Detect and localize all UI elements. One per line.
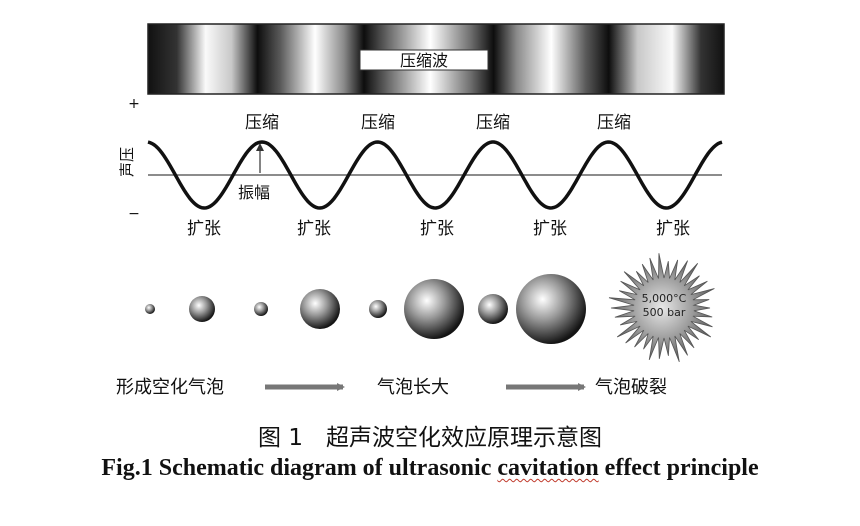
amplitude-arrow-head: [256, 143, 264, 151]
caption-en-prefix: Fig.1 Schematic diagram of ultrasonic: [101, 455, 498, 481]
compression-label: 压缩: [245, 113, 279, 133]
burst-bubble: 5,000°C 500 bar: [608, 253, 715, 363]
sound-pressure-label: 声压: [118, 147, 136, 177]
rarefaction-label: 扩张: [187, 219, 221, 239]
sine-wave: [147, 140, 723, 210]
compression-label: 压缩: [476, 113, 510, 133]
bubble: [145, 304, 155, 314]
figure-caption-cn: 图 1 超声波空化效应原理示意图: [258, 425, 602, 451]
band-label-box: [359, 49, 489, 71]
bubble: [404, 279, 464, 339]
rarefaction-label: 扩张: [533, 219, 567, 239]
figure-caption-en: Fig.1 Schematic diagram of ultrasonic ca…: [0, 455, 860, 482]
caption-en-suffix: effect principle: [598, 455, 759, 481]
bubble-sequence: 5,000°C 500 bar: [145, 253, 715, 363]
bubble: [516, 274, 586, 344]
caption-en-flagged-word: cavitation: [497, 455, 599, 481]
compression-label: 压缩: [597, 113, 631, 133]
pressure-wave-panel: + − 声压 振幅 压缩 压缩 压缩 压缩 扩张 扩张 扩张 扩张 扩张: [118, 96, 723, 239]
bubble: [254, 302, 268, 316]
compression-wave-band: 压缩波: [147, 23, 725, 95]
stage-grow-label: 气泡长大: [377, 377, 449, 398]
minus-sign: −: [128, 206, 140, 222]
bubble: [189, 296, 215, 322]
bubble: [369, 300, 387, 318]
stage-form-label: 形成空化气泡: [116, 377, 224, 398]
band-label: 压缩波: [400, 51, 448, 70]
amplitude-label: 振幅: [238, 183, 270, 202]
cavitation-diagram: 压缩波 + − 声压 振幅 压缩 压缩 压缩 压缩 扩张 扩张 扩张 扩张 扩张…: [116, 23, 725, 398]
stage-row: 形成空化气泡 气泡长大 气泡破裂: [116, 377, 667, 398]
rarefaction-label: 扩张: [297, 219, 331, 239]
bubble: [478, 294, 508, 324]
burst-temperature: 5,000°C: [642, 292, 687, 305]
rarefaction-label: 扩张: [656, 219, 690, 239]
rarefaction-label: 扩张: [420, 219, 454, 239]
stage-burst-label: 气泡破裂: [595, 377, 667, 398]
bubble: [300, 289, 340, 329]
burst-pressure: 500 bar: [643, 306, 686, 319]
plus-sign: +: [128, 96, 140, 112]
compression-label: 压缩: [361, 113, 395, 133]
